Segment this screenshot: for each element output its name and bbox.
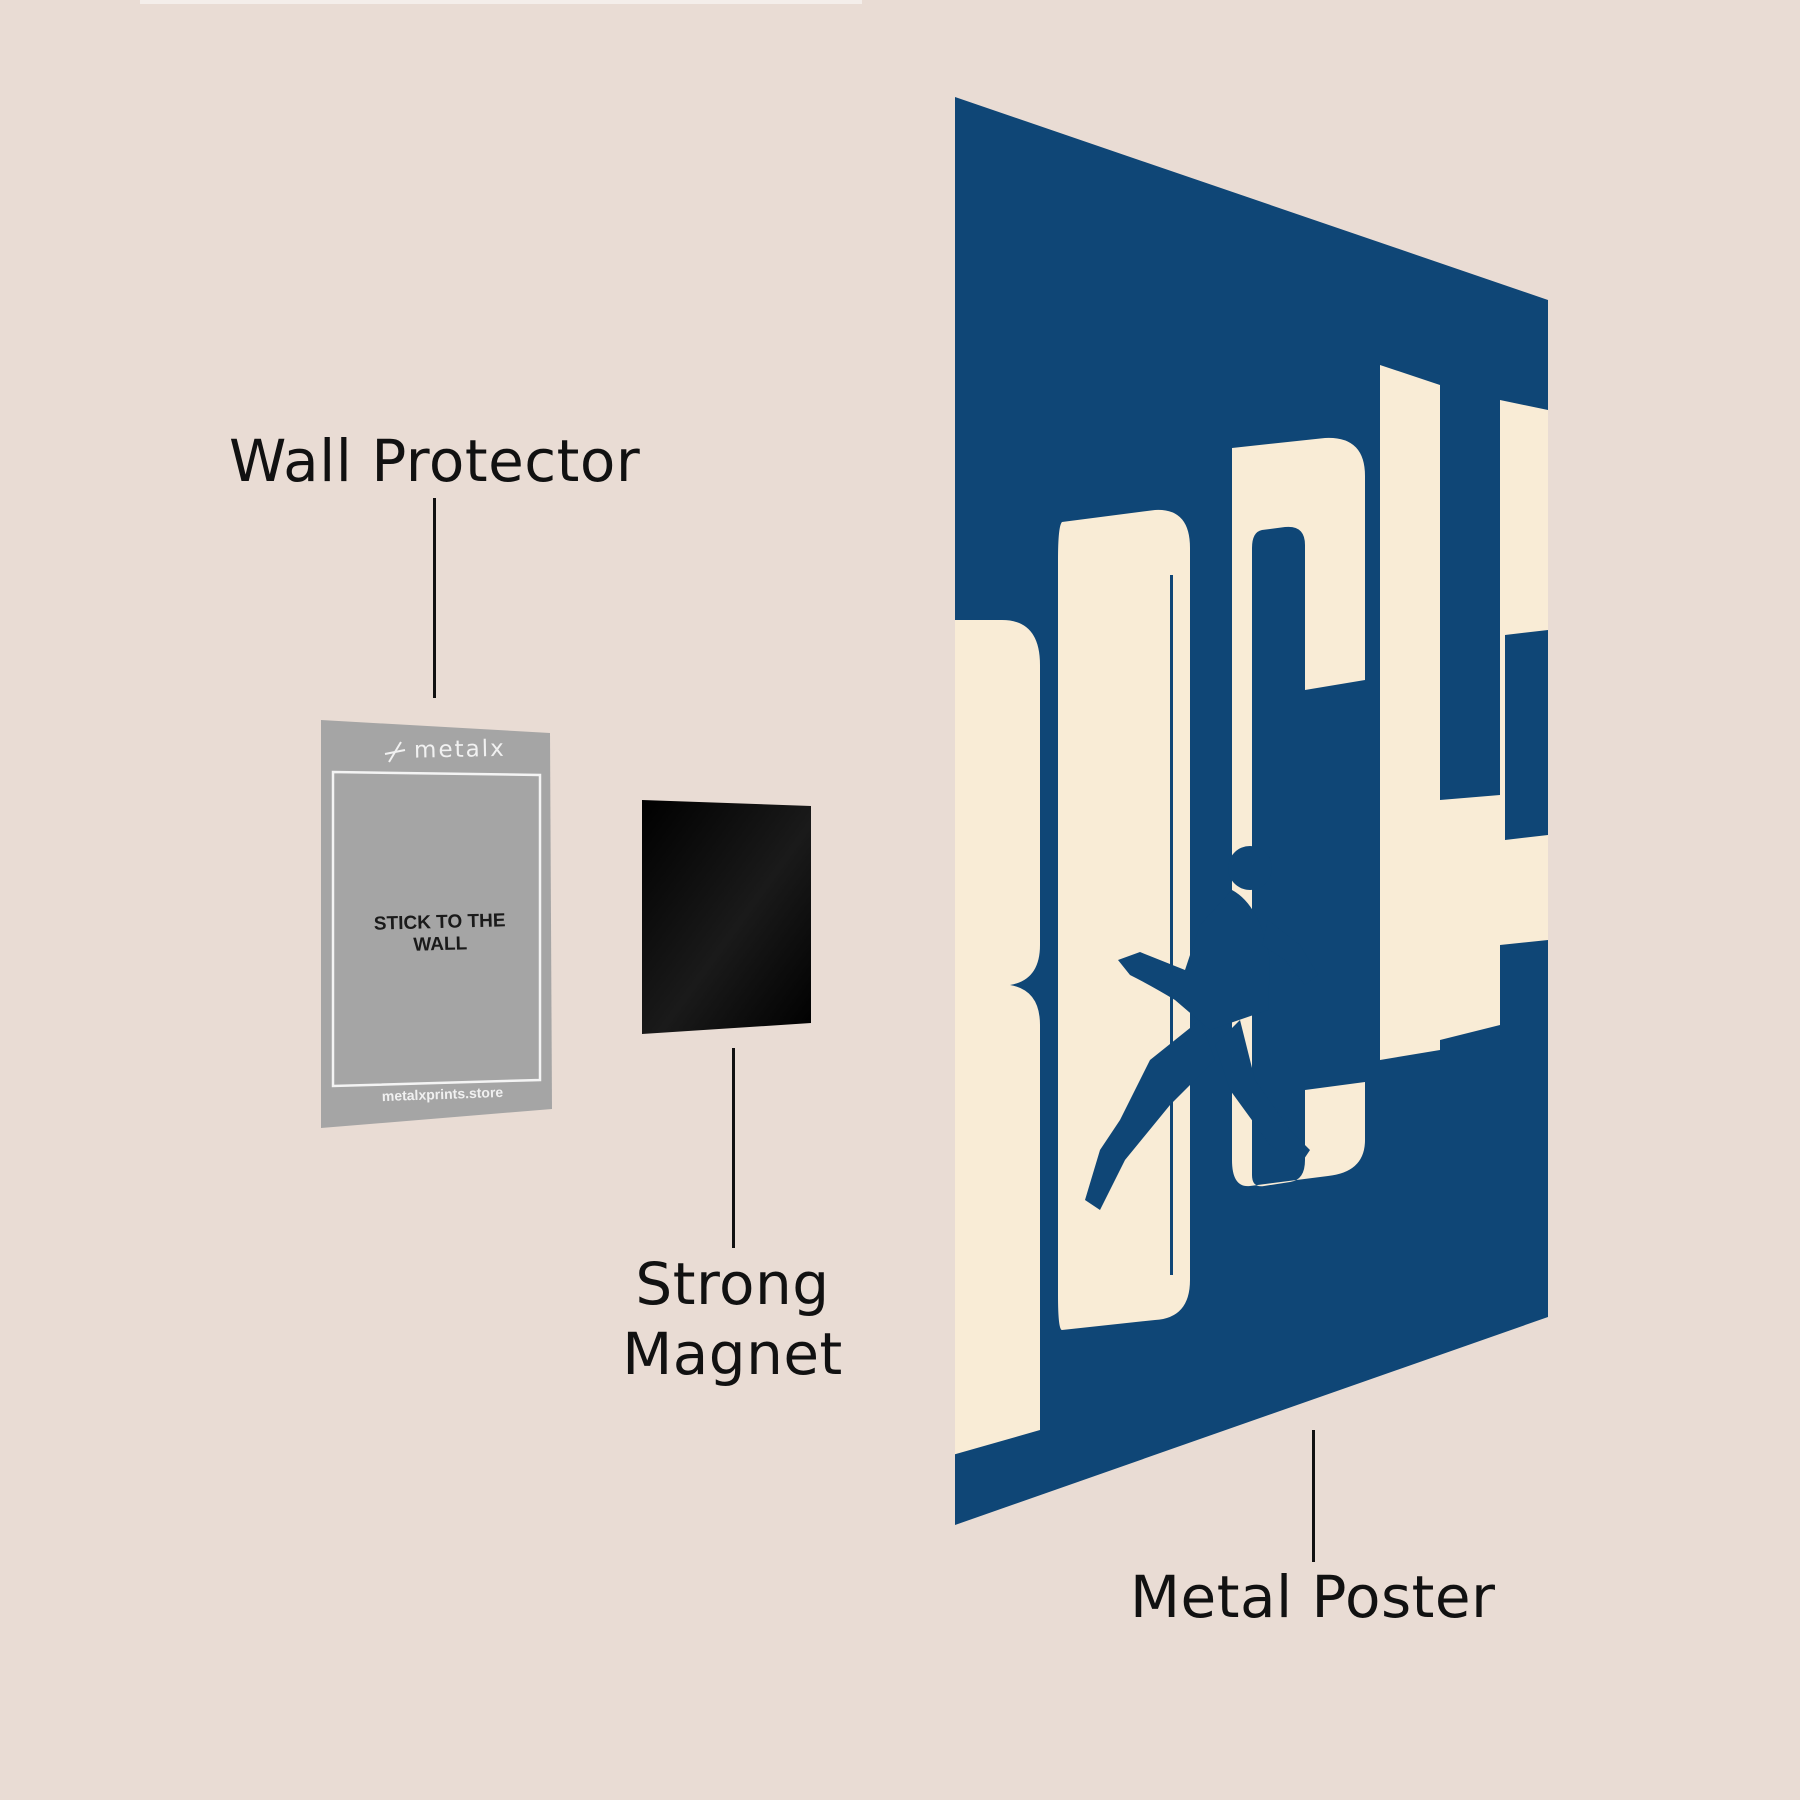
strong-magnet-label: Strong Magnet bbox=[600, 1250, 865, 1389]
metal-poster-label: Metal Poster bbox=[1130, 1563, 1496, 1631]
poster-letter-o bbox=[1058, 509, 1190, 1330]
strong-magnet-leader-line bbox=[732, 1048, 735, 1248]
wall-protector-label: Wall Protector bbox=[229, 427, 641, 495]
poster-letter-k bbox=[1380, 365, 1548, 1060]
metalx-logo-icon bbox=[384, 741, 406, 763]
strong-magnet-label-line1: Strong bbox=[635, 1250, 830, 1318]
top-edge-strip bbox=[140, 0, 862, 4]
strong-magnet-label-line2: Magnet bbox=[622, 1319, 843, 1388]
poster-runner-figure bbox=[1085, 846, 1318, 1210]
poster-letter-r bbox=[955, 620, 1040, 1470]
poster-letter-c bbox=[1232, 437, 1365, 1187]
wall-protector-leader-line bbox=[433, 498, 436, 698]
metal-poster-leader-line bbox=[1312, 1430, 1315, 1562]
